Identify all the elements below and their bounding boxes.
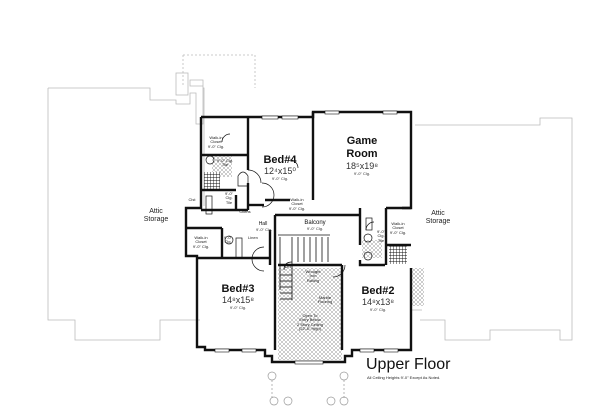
text-line: Open To <box>302 313 318 318</box>
marble-floor-area <box>212 155 424 360</box>
bath4-label: 9'-0" Clg. Tile <box>214 158 236 168</box>
text-line: Storage <box>425 218 451 226</box>
door-swings <box>221 133 375 278</box>
text-line: 9'-0" Clg. <box>288 205 306 211</box>
bed2-label: Bed#2 <box>361 285 395 297</box>
bed2-dimensions: 14⁸x13⁸ <box>361 297 395 307</box>
walls <box>184 110 413 364</box>
text-line: 9'-0" Clg. <box>192 243 210 249</box>
text-line: 2 Story Ceiling <box>296 321 323 327</box>
bed4-walk-in-closet-label: Walk-in Closet 9'-0" Clg. <box>203 135 229 149</box>
bed2-walk-in-closet-label: Walk-in Closet 9'-0" Clg. <box>386 221 410 235</box>
text-line: Tile <box>225 199 233 205</box>
text-line: 9'-0" <box>224 235 232 240</box>
vanity3-label: 9'-0" Clg. <box>222 235 234 245</box>
text-line: Entry Below <box>299 317 321 323</box>
text-line: Walk-in <box>209 135 223 140</box>
text-line: Clg. <box>225 195 233 201</box>
hall-ceiling: 9'-0" Clg. <box>256 227 273 232</box>
text-line: 9'-0" Clg. <box>216 158 234 163</box>
game-walk-in-closet-label: Walk-in Closet 9'-0" Clg. <box>284 197 310 211</box>
bed4-label: Bed#4 <box>263 154 297 166</box>
text-line: 9'-0" <box>225 191 233 196</box>
bed4-ceiling: 9'-0" Clg. <box>271 176 289 181</box>
bed4-dimensions: 12⁴x15⁰ <box>264 166 296 176</box>
text-line: Tile <box>377 237 385 243</box>
text-line: Closet <box>210 139 222 145</box>
ceiling-height-note: All Ceiling Heights 9'-0" Except As Note… <box>367 375 441 380</box>
game-room-ceiling: 9'-0" Clg. <box>353 171 371 176</box>
text-line: Closet <box>392 225 404 231</box>
game-room-label-line1: Game <box>346 135 378 147</box>
text-line: Closet <box>291 201 303 207</box>
attic-outline-right <box>410 117 573 341</box>
text-line: Tile <box>221 162 229 168</box>
game-room-dimensions: 18⁵x19⁸ <box>345 161 379 171</box>
open-to-entry-label: Open To Entry Below 2 Story Ceiling (22'… <box>290 313 330 332</box>
linen-label: Linen <box>248 235 258 240</box>
stair-down-label: Dn <box>284 264 292 270</box>
text-line: Attic <box>149 208 163 215</box>
text-line: Marble <box>318 295 332 300</box>
bed3-walk-in-closet-label: Walk-in Closet 9'-0" Clg. <box>188 235 214 249</box>
text-line: Walk-in <box>391 221 405 226</box>
text-line: 9'-0" Clg. <box>207 143 225 149</box>
text-line: 9'-0" <box>377 229 385 234</box>
shower-tile <box>204 172 407 264</box>
marble-flooring-label: Marble Flooring <box>312 295 338 305</box>
porch-columns <box>267 371 349 406</box>
bed3-dimensions: 14⁸x15⁸ <box>221 295 255 305</box>
staircase <box>278 234 330 300</box>
bath2-label: 9'-0" Clg. Tile <box>375 229 387 243</box>
bed3-ceiling: 9'-0" Clg. <box>229 305 247 310</box>
windows <box>214 110 399 365</box>
bath-fixtures <box>205 155 373 261</box>
balcony-ceiling: 9'-0" Clg. <box>306 226 324 231</box>
plan-title: Upper Floor <box>366 356 451 373</box>
clst-label: Clst <box>188 197 196 202</box>
text-line: Walk-in <box>290 197 304 202</box>
attic-storage-left-label: Attic Storage <box>136 208 176 224</box>
bed2-ceiling: 9'-0" Clg. <box>369 307 387 312</box>
text-line: (22'-6" High) <box>298 326 322 332</box>
text-line: Attic <box>431 210 445 217</box>
text-line: Storage <box>143 216 169 224</box>
game-room-label-line2: Room <box>346 148 378 160</box>
wrought-iron-railing-label: Wrought Iron Railing <box>300 269 326 283</box>
attic-outline-left <box>47 54 256 341</box>
balcony-label: Balcony <box>304 220 326 226</box>
cloths-label: Cloths <box>239 209 251 214</box>
text-line: 9'-0" Clg. <box>389 229 407 235</box>
text-line: Clg. <box>224 239 232 245</box>
attic-storage-right-label: Attic Storage <box>418 210 458 226</box>
text-line: Clg. <box>377 233 385 239</box>
text-line: Walk-in <box>194 235 208 240</box>
text-line: Closet <box>195 239 207 245</box>
hall-label: Hall <box>258 221 268 227</box>
text-line: Flooring <box>317 299 333 305</box>
text-line: Wrought <box>305 269 321 274</box>
text-line: Iron <box>309 273 317 279</box>
bath3-label: 9'-0" Clg. Tile <box>222 191 236 205</box>
text-line: Railing <box>306 277 320 283</box>
bed3-label: Bed#3 <box>221 283 255 295</box>
